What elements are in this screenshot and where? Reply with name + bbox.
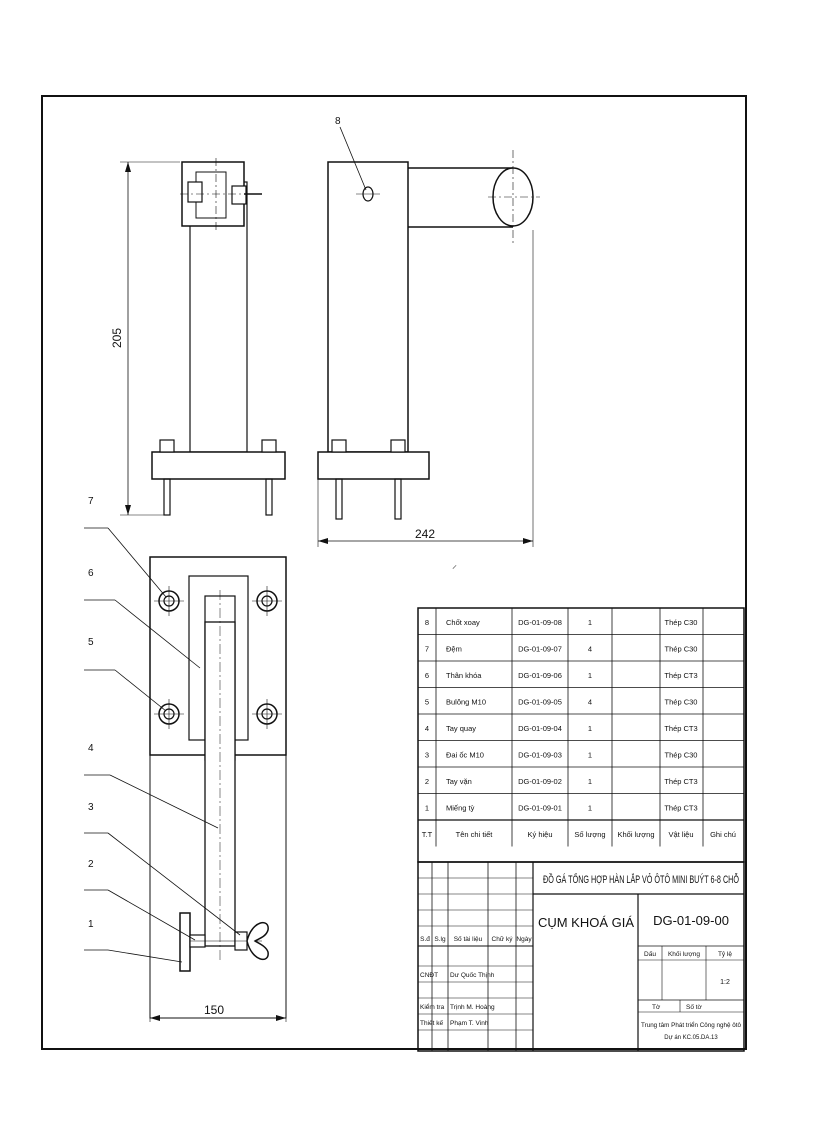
table-cell-tt: 7 xyxy=(425,645,429,654)
table-cell-material: Thép C30 xyxy=(665,751,698,760)
dim-height-205: 205 xyxy=(110,328,124,348)
table-cell-material: Thép CT3 xyxy=(664,804,697,813)
table-cell-tt: 6 xyxy=(425,671,429,680)
top-view: 150 xyxy=(149,556,287,1022)
table-cell-qty: 1 xyxy=(588,751,592,760)
table-cell-material: Thép C30 xyxy=(665,645,698,654)
balloon-4: 4 xyxy=(88,743,94,754)
table-cell-name: Bulông M10 xyxy=(446,698,486,707)
table-cell-name: Tay vặn xyxy=(446,777,472,786)
table-cell-code: DG-01-09-05 xyxy=(518,698,562,707)
balloon-7: 7 xyxy=(88,496,94,507)
table-cell-qty: 4 xyxy=(588,645,592,654)
rev-header-sd: S.đ xyxy=(420,936,430,943)
table-cell-qty: 1 xyxy=(588,777,592,786)
role-cndt: CNĐT xyxy=(420,972,438,979)
table-cell-qty: 1 xyxy=(588,618,592,627)
person-cndt: Dư Quốc Thịnh xyxy=(450,970,495,979)
role-thiet-ke: Thiết kế xyxy=(420,1018,444,1027)
label-khoi-luong: Khối lượng xyxy=(668,949,700,958)
dim-width-242: 242 xyxy=(415,527,435,541)
person-kiem-tra: Trịnh M. Hoàng xyxy=(450,1004,495,1011)
table-cell-name: Đệm xyxy=(446,645,462,654)
table-cell-name: Đai ốc M10 xyxy=(446,751,484,760)
dim-width-150: 150 xyxy=(204,1003,224,1017)
balloon-5: 5 xyxy=(88,637,94,648)
table-cell-material: Thép CT3 xyxy=(664,671,697,680)
table-cell-qty: 1 xyxy=(588,671,592,680)
balloon-2: 2 xyxy=(88,859,94,870)
table-header-cell: Ký hiệu xyxy=(527,830,552,839)
table-cell-tt: 8 xyxy=(425,618,429,627)
rev-header-date: Ngày xyxy=(516,936,532,943)
balloon-6: 6 xyxy=(88,568,94,579)
balloon-leaders: 7 6 5 4 3 2 1 xyxy=(84,496,241,963)
table-cell-name: Tay quay xyxy=(446,724,476,733)
sheet-border xyxy=(41,95,747,1050)
label-ti-le: Tỷ lệ xyxy=(718,951,732,958)
table-cell-material: Thép C30 xyxy=(665,698,698,707)
table-cell-material: Thép CT3 xyxy=(664,777,697,786)
table-cell-material: Thép C30 xyxy=(665,618,698,627)
rev-header-doc: Số tài liệu xyxy=(454,934,483,943)
table-cell-code: DG-01-09-08 xyxy=(518,618,562,627)
title-block: ĐỒ GÁ TỔNG HỢP HÀN LẮP VỎ ÔTÔ MINI BUÝT … xyxy=(417,861,745,1052)
table-cell-qty: 4 xyxy=(588,698,592,707)
table-cell-tt: 2 xyxy=(425,777,429,786)
table-cell-name: Thân khóa xyxy=(446,671,482,680)
svg-text:⸝: ⸝ xyxy=(452,560,457,571)
table-cell-code: DG-01-09-04 xyxy=(518,724,562,733)
table-cell-code: DG-01-09-07 xyxy=(518,645,562,654)
table-header-cell: Ghi chú xyxy=(710,830,736,839)
front-view: 205 xyxy=(110,158,286,516)
table-header-cell: Khối lượng xyxy=(617,830,654,839)
label-so-to: Số tờ xyxy=(686,1002,703,1011)
role-kiem-tra: Kiểm tra xyxy=(420,1003,445,1011)
table-cell-material: Thép CT3 xyxy=(664,724,697,733)
rev-header-sign: Chữ ký xyxy=(492,936,514,943)
scale-value: 1:2 xyxy=(720,979,730,986)
person-thiet-ke: Phạm T. Vinh xyxy=(450,1020,489,1027)
balloon-3: 3 xyxy=(88,802,94,813)
drawing-code: DG-01-09-00 xyxy=(653,913,729,928)
assembly-name: CỤM KHOÁ GIÁ xyxy=(538,915,634,930)
balloon-1: 1 xyxy=(88,919,94,930)
rev-header-slg: S.lg xyxy=(434,936,446,943)
table-cell-tt: 1 xyxy=(425,804,429,813)
table-cell-name: Chốt xoay xyxy=(446,618,480,627)
table-cell-code: DG-01-09-01 xyxy=(518,804,562,813)
table-cell-code: DG-01-09-02 xyxy=(518,777,562,786)
table-cell-tt: 4 xyxy=(425,724,429,733)
label-dau: Dấu xyxy=(644,949,656,958)
project-title: ĐỒ GÁ TỔNG HỢP HÀN LẮP VỎ ÔTÔ MINI BUÝT … xyxy=(543,873,739,886)
table-cell-tt: 3 xyxy=(425,751,429,760)
table-cell-name: Miếng tỳ xyxy=(446,804,475,813)
table-cell-code: DG-01-09-03 xyxy=(518,751,562,760)
table-cell-qty: 1 xyxy=(588,804,592,813)
table-header-cell: Tên chi tiết xyxy=(456,830,494,839)
table-cell-code: DG-01-09-06 xyxy=(518,671,562,680)
org-line-1: Trung tâm Phát triển Công nghệ ôtô xyxy=(641,1022,742,1029)
table-cell-tt: 5 xyxy=(425,698,429,707)
org-line-2: Dự án KC.05.DA.13 xyxy=(664,1035,718,1041)
label-to: Tờ xyxy=(652,1004,661,1011)
table-cell-qty: 1 xyxy=(588,724,592,733)
table-header-cell: T.T xyxy=(422,830,433,839)
table-header-cell: Số lượng xyxy=(574,830,605,839)
side-view: 8 242 ⸝ xyxy=(317,116,540,571)
balloon-8: 8 xyxy=(335,116,341,127)
table-header-cell: Vật liệu xyxy=(668,830,693,839)
